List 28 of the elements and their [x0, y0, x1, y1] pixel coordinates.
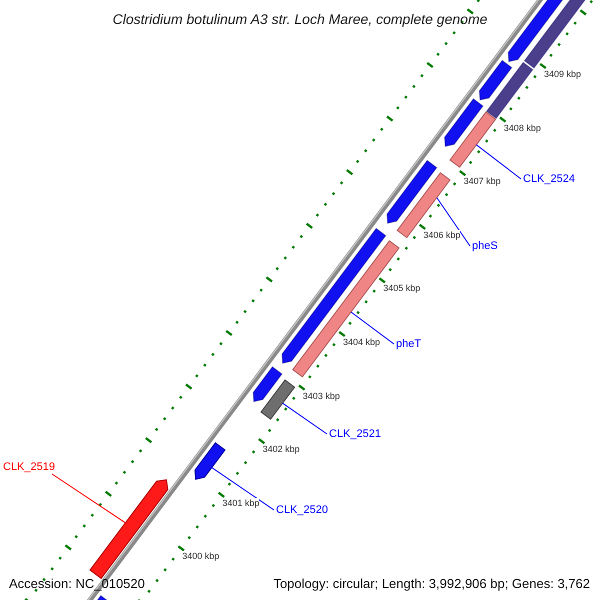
tick-label: 3400 kbp — [182, 551, 220, 562]
tick-label: 3406 kbp — [423, 230, 460, 240]
tick-label: 3401 kbp — [222, 498, 260, 508]
gene-feature — [194, 442, 226, 480]
gene-label: pheS — [472, 240, 498, 253]
tick-label: 3402 kbp — [262, 444, 300, 454]
genome-info-text: Topology: circular; Length: 3,992,906 bp; Genes: 3,762 — [273, 575, 590, 593]
gene-feature — [89, 479, 168, 580]
gene-label: CLK_2524 — [523, 173, 575, 186]
tick-label: 3405 kbp — [383, 283, 420, 294]
tick-label: 3407 kbp — [464, 176, 501, 186]
gene-feature — [449, 111, 496, 168]
leader-line — [436, 197, 470, 246]
leader-line — [52, 474, 126, 524]
tick-label: 3404 kbp — [343, 337, 380, 347]
tick-label: 3408 kbp — [504, 122, 541, 133]
leader-line — [211, 467, 274, 510]
gene-label: pheT — [396, 338, 422, 351]
title: Clostridium botulinum A3 str. Loch Maree, complete genome — [112, 10, 488, 29]
gene-feature — [260, 379, 296, 420]
accession-text: Accession: NC_010520 — [9, 575, 145, 593]
leader-line — [476, 144, 522, 180]
leader-line — [350, 312, 394, 344]
tick-label: 3403 kbp — [302, 390, 340, 401]
gene-label: CLK_2519 — [3, 461, 55, 474]
tick-label: 3409 kbp — [544, 69, 582, 79]
gene-label: CLK_2521 — [329, 428, 381, 441]
gene-label: CLK_2520 — [276, 504, 328, 517]
